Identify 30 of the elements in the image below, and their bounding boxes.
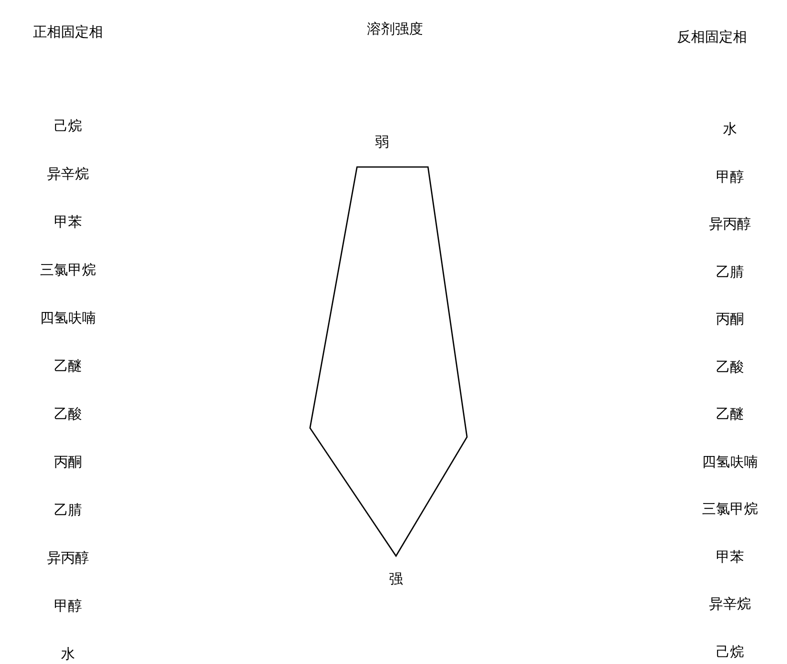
diagram-title: 溶剂强度 <box>367 22 423 38</box>
solvent-name: 四氢呋喃 <box>40 310 96 328</box>
solvent-name: 三氯甲烷 <box>40 262 96 280</box>
solvent-name: 甲苯 <box>54 214 82 232</box>
solvent-name: 乙酸 <box>716 359 744 376</box>
column-heading: 正相固定相 <box>33 24 103 42</box>
solvent-name: 乙酸 <box>54 406 82 424</box>
solvent-name: 异丙醇 <box>709 216 751 234</box>
solvent-name: 异辛烷 <box>709 596 751 614</box>
solvent-name: 乙醚 <box>54 358 82 376</box>
scale-label: 弱 <box>375 134 389 152</box>
solvent-name: 三氯甲烷 <box>702 502 758 518</box>
solvent-name: 丙酮 <box>54 454 82 472</box>
solvent-name: 四氢呋喃 <box>702 454 758 471</box>
solvent-name: 水 <box>61 646 75 664</box>
solvent-name: 异丙醇 <box>47 550 89 568</box>
scale-label: 强 <box>389 572 403 588</box>
solvent-strength-shape <box>309 166 468 558</box>
solvent-name: 乙醚 <box>716 406 744 424</box>
solvent-name: 己烷 <box>716 644 744 661</box>
solvent-name: 甲苯 <box>716 549 744 566</box>
column-heading: 反相固定相 <box>677 30 747 46</box>
solvent-name: 水 <box>723 122 737 138</box>
solvent-name: 丙酮 <box>716 312 744 328</box>
solvent-name: 己烷 <box>54 118 82 136</box>
solvent-name: 乙腈 <box>716 264 744 281</box>
solvent-name: 乙腈 <box>54 502 82 520</box>
solvent-name: 甲醇 <box>716 169 744 186</box>
solvent-name: 甲醇 <box>54 598 82 616</box>
solvent-name: 异辛烷 <box>47 166 89 184</box>
